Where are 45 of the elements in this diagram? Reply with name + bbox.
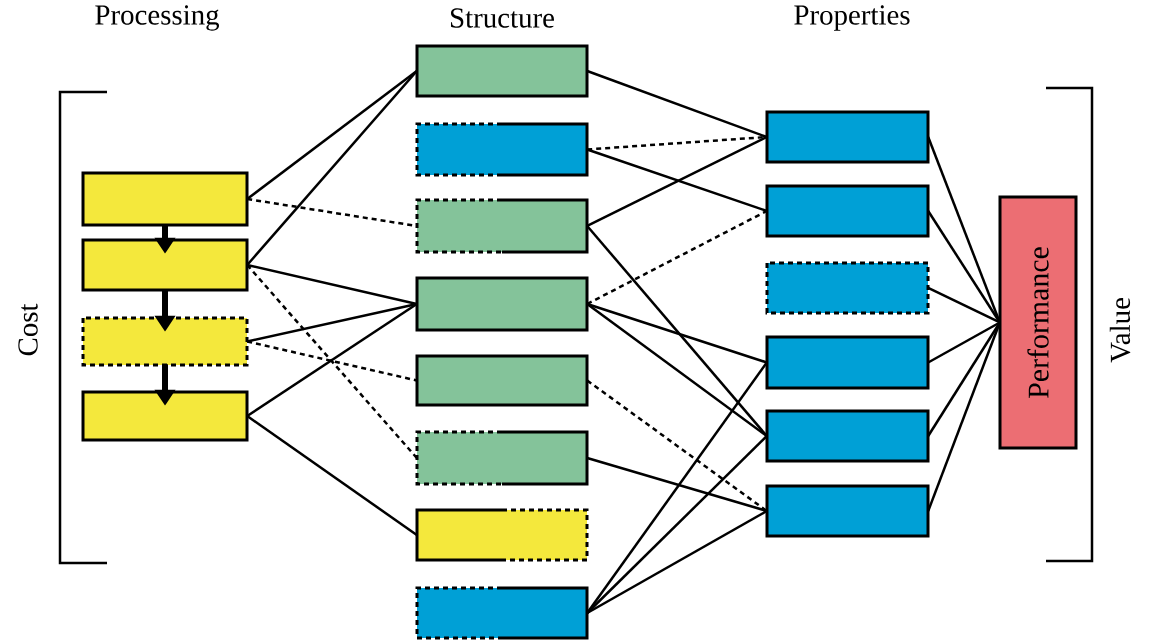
connector-line (586, 135, 768, 228)
box (415, 198, 589, 254)
box (415, 430, 589, 486)
connector-line (246, 302, 418, 418)
connector-line (586, 69, 768, 139)
connector-line (246, 264, 418, 459)
connector-line (927, 286, 1001, 324)
connector-line (246, 340, 418, 382)
connector-line (246, 414, 418, 536)
axis-label: Value (1109, 298, 1131, 363)
box (765, 261, 930, 315)
column-heading: Processing (95, 5, 220, 31)
box (765, 484, 930, 538)
connector-line (586, 456, 768, 513)
connector-line (246, 70, 418, 200)
box (765, 110, 930, 164)
axis-label: Cost (18, 303, 38, 356)
box (765, 409, 930, 463)
box (81, 171, 249, 227)
connector-line (586, 209, 768, 306)
box (415, 276, 589, 332)
box (415, 586, 589, 640)
connector-line (246, 263, 418, 306)
connector-line (586, 509, 768, 615)
box (81, 238, 249, 292)
connector-line (586, 302, 768, 364)
box (415, 508, 589, 562)
connector-line (927, 321, 1001, 364)
box (415, 44, 589, 98)
connector-line (586, 303, 768, 437)
box (415, 122, 589, 177)
performance-box: Performance (998, 195, 1078, 450)
box (765, 184, 930, 238)
box (765, 335, 930, 390)
column-heading: Properties (794, 5, 910, 31)
connector-line (246, 70, 418, 266)
box (81, 316, 249, 367)
connector-line (586, 361, 768, 614)
connector-line (586, 435, 768, 614)
box (415, 354, 589, 407)
connector-line (586, 148, 768, 213)
connector-line (246, 302, 418, 343)
connector-line (586, 379, 768, 512)
connector-line (247, 197, 417, 228)
box (81, 390, 249, 442)
